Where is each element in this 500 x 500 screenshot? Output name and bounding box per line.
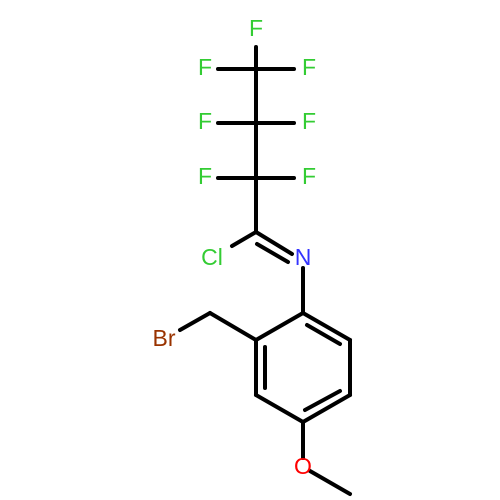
atom-label-cl: Cl bbox=[201, 244, 223, 270]
atom-label-n: N bbox=[295, 244, 312, 270]
ring-inner-c1-c6 bbox=[305, 323, 342, 346]
atom-label-f: F bbox=[302, 163, 316, 189]
ring-inner-c4-c5 bbox=[303, 389, 342, 412]
atom-label-f: F bbox=[302, 54, 316, 80]
bond-c4-n-outer bbox=[254, 230, 294, 256]
bond-ring-ch2 bbox=[208, 311, 258, 342]
bond-o-methyl bbox=[308, 469, 352, 496]
atom-label-o: O bbox=[294, 453, 312, 479]
ring-bond-c6-c1 bbox=[301, 311, 352, 342]
bond-ch2-br bbox=[178, 311, 212, 332]
atom-label-f: F bbox=[249, 15, 263, 41]
bond-c4-cl bbox=[230, 230, 258, 248]
atom-label-f: F bbox=[198, 108, 212, 134]
ring-bond-c3-c4 bbox=[254, 393, 305, 424]
atom-label-br: Br bbox=[153, 325, 176, 351]
atom-label-f: F bbox=[198, 163, 212, 189]
bond-c4-n-inner bbox=[255, 242, 290, 264]
atom-labels: F F F F F F F Cl N Br O bbox=[153, 15, 317, 479]
bonds bbox=[178, 45, 352, 496]
ring-bond-c4-c5 bbox=[301, 393, 352, 424]
atom-label-f: F bbox=[302, 108, 316, 134]
atom-label-f: F bbox=[198, 54, 212, 80]
ring-bond-c1-c2 bbox=[254, 311, 305, 342]
